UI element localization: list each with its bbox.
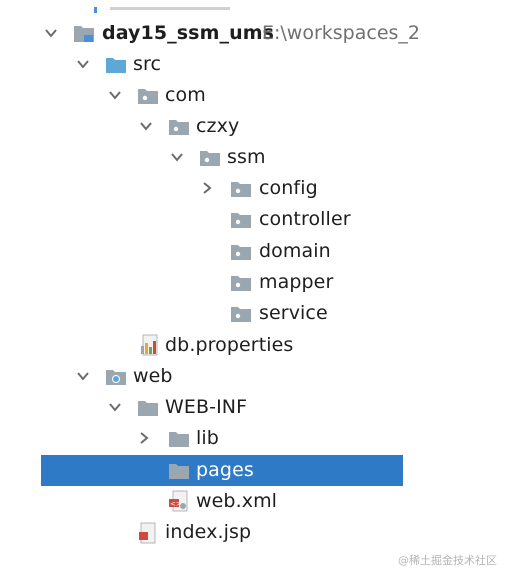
tree-row-web-inf[interactable]: WEB-INF	[0, 392, 405, 423]
tree-row-index-jsp[interactable]: index.jsp	[0, 517, 405, 548]
tree-row-web[interactable]: web	[0, 361, 405, 392]
package-icon	[230, 273, 252, 293]
tree-item-label: WEB-INF	[165, 396, 248, 418]
chevron-down-icon[interactable]	[76, 369, 90, 383]
tree-item-label: lib	[196, 427, 219, 449]
svg-text:<>: <>	[170, 500, 182, 508]
tree-item-label: czxy	[196, 115, 240, 137]
watermark: @稀土掘金技术社区	[398, 554, 497, 567]
package-icon	[168, 117, 190, 137]
chevron-down-icon[interactable]	[108, 400, 122, 414]
tree-row-service[interactable]: service	[0, 298, 405, 329]
tree-item-label: web	[133, 365, 173, 387]
tree-row-mapper[interactable]: mapper	[0, 267, 405, 298]
tree-item-label: web.xml	[196, 490, 278, 512]
tree-row-project[interactable]: day15_ssm_ums E:\workspaces_2	[0, 18, 420, 49]
properties-file-icon	[139, 334, 161, 356]
tree-item-label: config	[259, 177, 318, 199]
chevron-right-icon[interactable]	[137, 431, 151, 445]
folder-icon	[168, 429, 190, 449]
chevron-down-icon[interactable]	[108, 88, 122, 102]
tree-item-label: db.properties	[165, 334, 294, 356]
tree-item-label: ssm	[227, 146, 266, 168]
package-icon	[230, 304, 252, 324]
package-icon	[230, 242, 252, 262]
tree-row-web-xml[interactable]: <> web.xml	[0, 486, 405, 517]
project-folder-icon	[73, 23, 95, 43]
package-icon	[199, 148, 221, 168]
tree-row-config[interactable]: config	[0, 173, 405, 204]
tree-item-label: pages	[196, 459, 254, 481]
tree-row-czxy[interactable]: czxy	[0, 111, 405, 142]
chevron-down-icon[interactable]	[76, 57, 90, 71]
tree-item-label: src	[133, 53, 162, 75]
tree-row-com[interactable]: com	[0, 80, 405, 111]
clipped-previous-row	[0, 0, 405, 13]
tree-item-label: service	[259, 302, 328, 324]
tree-row-lib[interactable]: lib	[0, 423, 405, 454]
chevron-right-icon[interactable]	[200, 181, 214, 195]
project-tree: day15_ssm_ums E:\workspaces_2 src com	[0, 0, 421, 544]
tree-item-label: com	[165, 84, 206, 106]
tree-row-pages[interactable]: pages	[41, 455, 403, 486]
source-root-folder-icon	[105, 55, 127, 75]
project-path: E:\workspaces_2	[262, 22, 421, 44]
tree-row-domain[interactable]: domain	[0, 236, 405, 267]
tree-row-src[interactable]: src	[0, 49, 405, 80]
folder-icon	[137, 398, 159, 418]
tree-item-label: controller	[259, 208, 351, 230]
jsp-file-icon	[137, 522, 159, 544]
tree-item-label: mapper	[259, 271, 334, 293]
xml-file-icon: <>	[168, 490, 190, 512]
web-folder-icon	[105, 367, 127, 387]
package-icon	[230, 179, 252, 199]
chevron-down-icon[interactable]	[139, 119, 153, 133]
project-name: day15_ssm_ums	[102, 22, 275, 44]
tree-row-db-properties[interactable]: db.properties	[0, 330, 405, 361]
tree-row-ssm[interactable]: ssm	[0, 142, 405, 173]
chevron-down-icon[interactable]	[44, 26, 58, 40]
package-icon	[230, 210, 252, 230]
tree-item-label: index.jsp	[165, 521, 252, 543]
tree-row-controller[interactable]: controller	[0, 204, 405, 235]
package-icon	[137, 86, 159, 106]
folder-icon	[168, 461, 190, 481]
tree-item-label: domain	[259, 240, 331, 262]
chevron-down-icon[interactable]	[170, 150, 184, 164]
